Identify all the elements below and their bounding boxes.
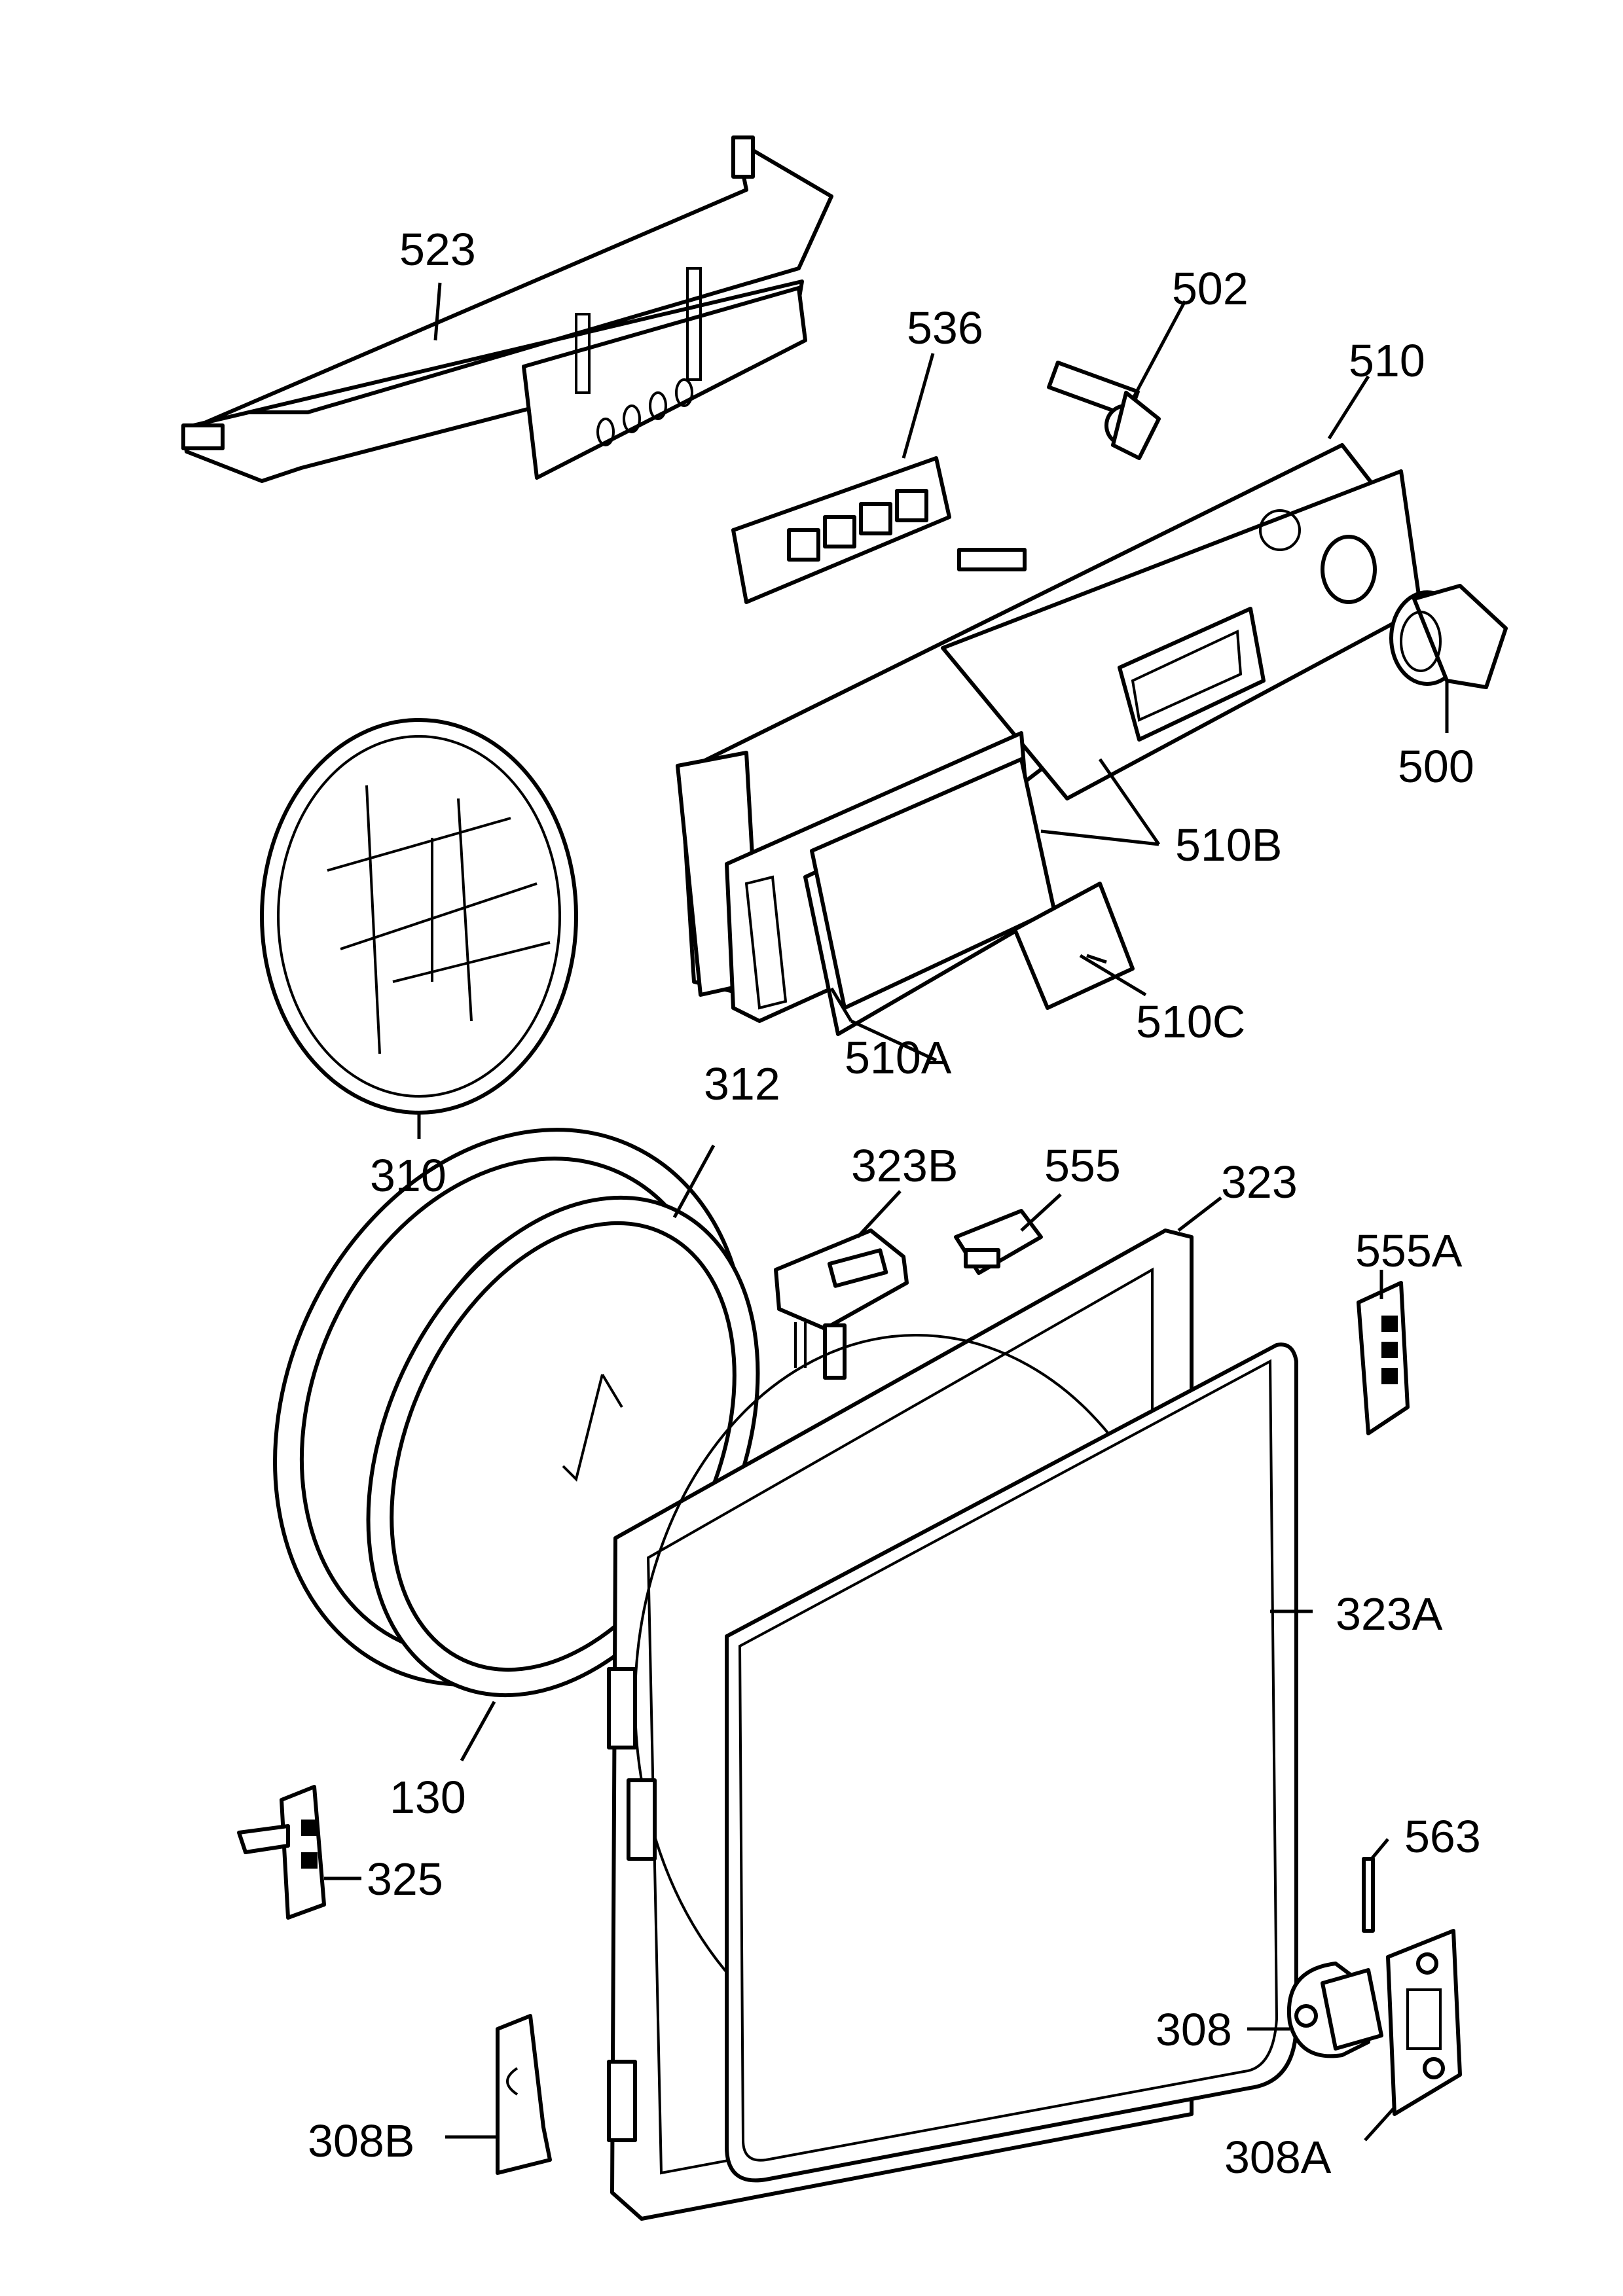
callout-555: 555: [1044, 1140, 1121, 1191]
part-510C-small-cover: [1013, 882, 1135, 1010]
callout-130: 130: [390, 1772, 466, 1823]
leader-lines: [324, 282, 1449, 2142]
callout-308: 308: [1156, 2004, 1232, 2055]
part-308-hinge: [1286, 1962, 1383, 2058]
part-536-switch-board: [731, 456, 951, 604]
callout-536: 536: [907, 302, 983, 353]
part-500-knob: [1389, 584, 1508, 689]
part-308A-hinge-plate: [1386, 1929, 1462, 2116]
callout-312: 312: [704, 1058, 780, 1109]
callout-502: 502: [1172, 263, 1249, 314]
callout-323A: 323A: [1336, 1588, 1443, 1640]
callout-510: 510: [1349, 335, 1425, 386]
callout-510C: 510C: [1136, 996, 1245, 1047]
callout-555A: 555A: [1355, 1225, 1463, 1276]
part-563-pin: [1362, 1857, 1375, 1933]
part-325-switch: [237, 1785, 326, 1920]
callout-500: 500: [1398, 741, 1474, 792]
part-502-selector-spindle: [1047, 360, 1161, 460]
callout-523: 523: [399, 224, 476, 275]
callout-labels: 523 536 502 510 500 510B 510A 510C 310 3…: [308, 224, 1481, 2183]
callout-308B: 308B: [308, 2115, 414, 2166]
callout-563: 563: [1404, 1811, 1481, 1862]
part-555A-hinge-block: [1357, 1281, 1410, 1435]
part-308B-hinge-bracket: [496, 2014, 552, 2175]
callout-325: 325: [367, 1854, 443, 1905]
callout-310: 310: [370, 1150, 447, 1201]
callout-510A: 510A: [845, 1032, 952, 1083]
callout-308A: 308A: [1224, 2132, 1332, 2183]
part-323A-outer-door-panel: [725, 1342, 1298, 2183]
part-310-door-glass: [260, 718, 578, 1115]
callout-323: 323: [1221, 1157, 1298, 1208]
part-323B-latch: [774, 1229, 909, 1380]
part-555-clip: [954, 1209, 1043, 1275]
part-523-bracket: [181, 135, 833, 483]
callout-510B: 510B: [1175, 819, 1282, 870]
callout-323B: 323B: [851, 1140, 958, 1191]
